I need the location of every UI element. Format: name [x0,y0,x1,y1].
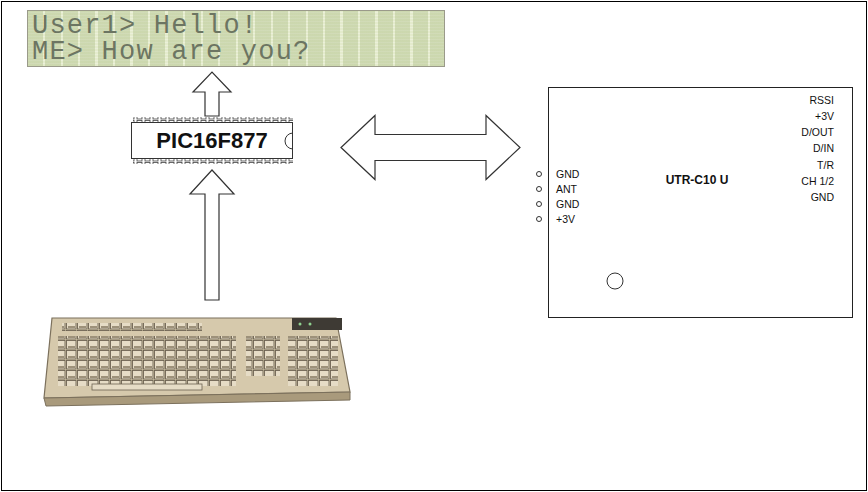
pin-name: CH 1/2 [801,175,834,187]
pin-name: +3V [815,110,834,122]
pin-name: GND [556,168,579,180]
pin-name: T/R [817,159,834,171]
microcontroller-chip: PIC16F877 [131,122,293,159]
pin-name: ANT [556,183,577,195]
block-arrow [193,72,231,116]
keyboard-arrow [190,170,234,300]
node-label: UTR-C10 U [666,173,729,187]
lcd-display: User1> Hello!ME> How are you? [27,10,445,67]
pin-name: +3V [556,213,575,225]
display-line: User1> Hello! [32,13,440,39]
display-line: ME> How are you? [32,39,440,65]
keyboard-illustration [44,318,350,406]
radio-module: UTR-C10 U [548,87,853,318]
pin-name: GND [556,198,579,210]
block-arrow [341,116,520,180]
chip-notch [277,131,293,151]
indicator-circle [605,271,625,291]
pin-name: GND [811,191,834,203]
pin-name: RSSI [809,94,834,106]
pin-name: D/IN [813,142,834,154]
pin-name: D/OUT [801,126,834,138]
node-label: PIC16F877 [156,128,267,154]
